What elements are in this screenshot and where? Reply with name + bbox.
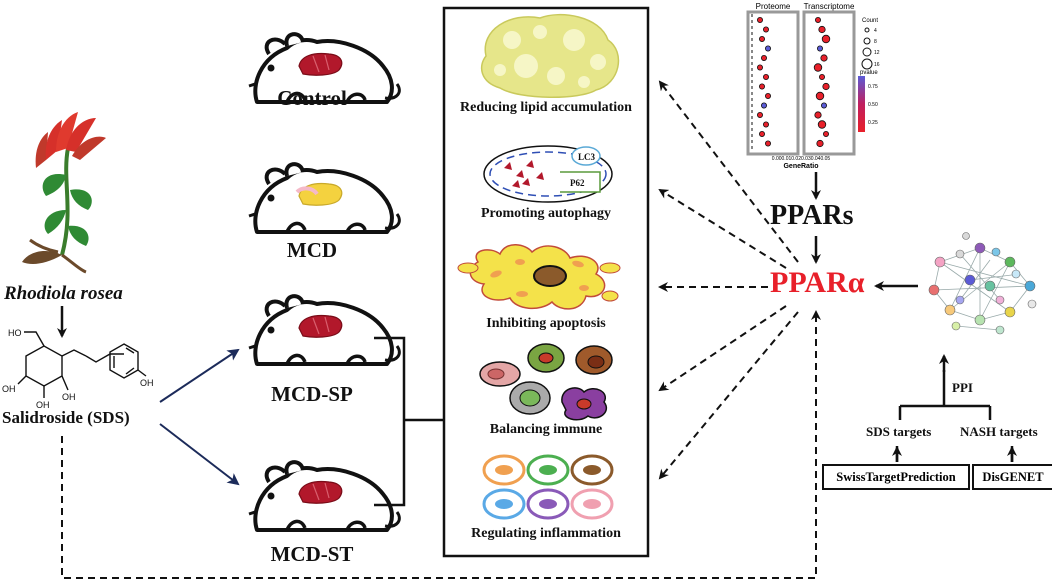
enrichment-dot xyxy=(815,16,822,23)
legend-p-025: 0.25 xyxy=(868,120,878,126)
enrichment-dot xyxy=(757,64,764,71)
legend-count-4: 4 xyxy=(874,28,877,34)
effect-label-immune: Balancing immune xyxy=(489,422,603,437)
enrichment-dotplot xyxy=(746,10,873,156)
arrow-sds-to-sp xyxy=(159,348,240,403)
enrichment-dot xyxy=(819,74,826,81)
enrichment-dot xyxy=(820,54,828,62)
enrichment-dot xyxy=(765,93,772,100)
legend-count-title: Count xyxy=(862,18,878,24)
legend-p-075: 0.75 xyxy=(868,84,878,90)
label-ppara: PPARα xyxy=(770,266,865,299)
group-label-mcd: MCD xyxy=(286,238,338,262)
enrichment-dot xyxy=(818,25,826,34)
enrichment-dot xyxy=(763,121,770,128)
legend-p-050: 0.50 xyxy=(868,102,878,108)
enrichment-dot xyxy=(757,112,764,119)
enrichment-dot xyxy=(816,139,824,148)
plot-xticks: 0.000.010.020.030.040.05 xyxy=(772,156,831,162)
legend-count-16: 16 xyxy=(874,62,880,68)
plot-xlabel: GeneRatio xyxy=(783,163,818,170)
effect-label-inflammation: Regulating inflammation xyxy=(471,526,621,541)
mouse-mcd xyxy=(247,162,402,234)
legend-count-8: 8 xyxy=(874,39,877,45)
salidroside-structure xyxy=(17,331,147,398)
label-ppi: PPI xyxy=(952,380,973,395)
enrichment-dot xyxy=(822,82,830,91)
apoptosis-cells-icon xyxy=(457,244,621,310)
group-label-control: Control xyxy=(277,86,347,110)
enrichment-dot xyxy=(759,36,766,43)
sds-atom-oh-3: OH xyxy=(62,392,76,402)
effect-label-autophagy: Promoting autophagy xyxy=(480,206,612,221)
sds-atom-oh-2: OH xyxy=(36,400,50,410)
ppi-network-icon xyxy=(928,232,1037,335)
enrichment-dot xyxy=(759,83,766,90)
sds-atom-oh-4: OH xyxy=(140,378,154,388)
sds-atom-oh-1: OH xyxy=(2,384,16,394)
lipid-droplets-icon xyxy=(480,13,620,99)
sds-atom-ho: HO xyxy=(8,328,22,338)
enrichment-dot xyxy=(765,140,772,147)
rhodiola-plant-icon xyxy=(22,112,106,274)
enrichment-dot xyxy=(817,120,827,129)
plot-panel-transcriptome: Transcriptome xyxy=(804,2,855,11)
enrichment-dot xyxy=(817,45,824,52)
immune-cells-icon xyxy=(479,343,613,421)
autophagy-cell-icon xyxy=(483,145,613,203)
compound-name: Salidroside (SDS) xyxy=(2,408,130,427)
effect-label-lipid: Reducing lipid accumulation xyxy=(460,100,632,115)
label-ppars: PPARs xyxy=(770,200,854,231)
legend-p-title: pvalue xyxy=(860,70,878,76)
enrichment-dot xyxy=(821,34,831,44)
enrichment-dot xyxy=(761,55,768,62)
enrichment-dot xyxy=(765,45,772,52)
inflammation-cells-icon xyxy=(482,454,614,520)
dashed-effect-arrows xyxy=(658,80,799,480)
legend-count-12: 12 xyxy=(874,50,880,56)
marker-lc3: LC3 xyxy=(578,152,596,162)
db-swisstargetprediction: SwissTargetPrediction xyxy=(822,464,970,490)
mouse-mcd-sp xyxy=(247,294,402,366)
label-nash-targets: NASH targets xyxy=(960,424,1038,439)
enrichment-dot xyxy=(761,102,768,109)
enrichment-dot xyxy=(759,130,766,137)
group-label-mcd-st: MCD-ST xyxy=(270,542,354,566)
enrichment-dot xyxy=(763,26,770,33)
enrichment-dot xyxy=(815,91,825,101)
enrichment-dot xyxy=(813,63,823,72)
plant-name: Rhodiola rosea xyxy=(4,283,123,304)
enrichment-dot xyxy=(763,74,770,81)
db-disgenet: DisGENET xyxy=(972,464,1052,490)
treatment-bracket xyxy=(374,336,444,507)
enrichment-dot xyxy=(823,130,830,137)
arrow-sds-to-st xyxy=(159,423,240,486)
plot-panel-proteome: Proteome xyxy=(756,2,791,11)
enrichment-dot xyxy=(814,111,822,119)
mouse-mcd-st xyxy=(247,460,402,532)
effect-label-apoptosis: Inhibiting apoptosis xyxy=(486,316,606,331)
dashed-sds-to-ppara xyxy=(61,310,821,579)
enrichment-dot xyxy=(757,16,764,23)
marker-p62: P62 xyxy=(570,178,585,188)
label-sds-targets: SDS targets xyxy=(866,424,932,439)
enrichment-dot xyxy=(821,102,828,109)
group-label-mcd-sp: MCD-SP xyxy=(271,382,353,406)
